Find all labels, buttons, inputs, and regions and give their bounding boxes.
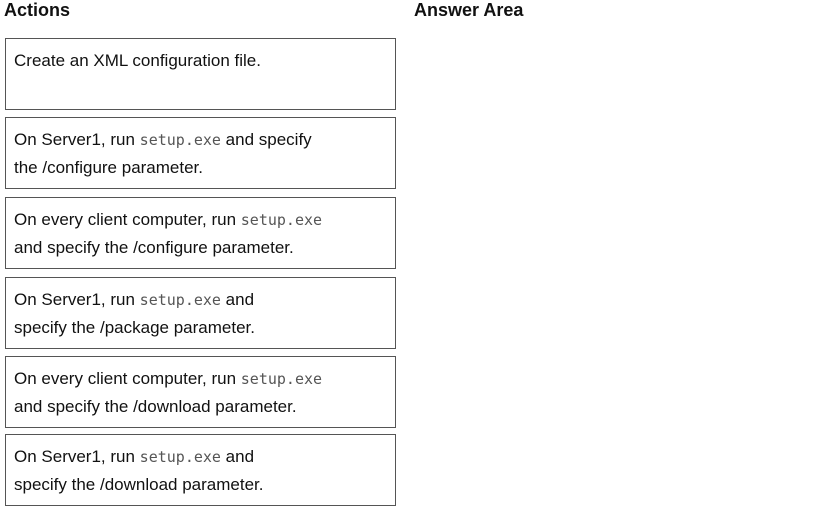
action-text: On Server1, run — [14, 290, 140, 309]
action-text: the /configure parameter. — [14, 158, 204, 177]
action-item-server1-package[interactable]: On Server1, run setup.exe and specify th… — [5, 277, 396, 349]
action-text: and specify the /download parameter. — [14, 397, 297, 416]
answer-drop-zone[interactable] — [414, 38, 794, 506]
action-text: and specify — [220, 130, 312, 149]
action-text: On Server1, run — [14, 130, 140, 149]
answer-area-heading: Answer Area — [414, 0, 524, 20]
command-text: setup.exe — [139, 291, 221, 309]
actions-heading: Actions — [4, 0, 71, 20]
action-item-client-download[interactable]: On every client computer, run setup.exe … — [5, 356, 396, 428]
action-text: Create an XML configuration file. — [14, 51, 261, 70]
action-text: On every client computer, run — [14, 210, 241, 229]
action-text: and — [220, 447, 255, 466]
action-item-create-xml[interactable]: Create an XML configuration file. — [5, 38, 396, 110]
action-item-server1-configure[interactable]: On Server1, run setup.exe and specify th… — [5, 117, 396, 189]
command-text: setup.exe — [240, 370, 323, 388]
action-text: On every client computer, run — [14, 369, 241, 388]
action-text: and specify the /configure parameter. — [14, 238, 294, 257]
action-text: On Server1, run — [14, 447, 140, 466]
action-item-server1-download[interactable]: On Server1, run setup.exe and specify th… — [5, 434, 396, 506]
command-text: setup.exe — [139, 131, 221, 149]
action-text: and — [220, 290, 255, 309]
action-item-client-configure[interactable]: On every client computer, run setup.exe … — [5, 197, 396, 269]
command-text: setup.exe — [240, 211, 323, 229]
action-text: specify the /download parameter. — [14, 475, 264, 494]
command-text: setup.exe — [139, 448, 221, 466]
action-text: specify the /package parameter. — [14, 318, 255, 337]
